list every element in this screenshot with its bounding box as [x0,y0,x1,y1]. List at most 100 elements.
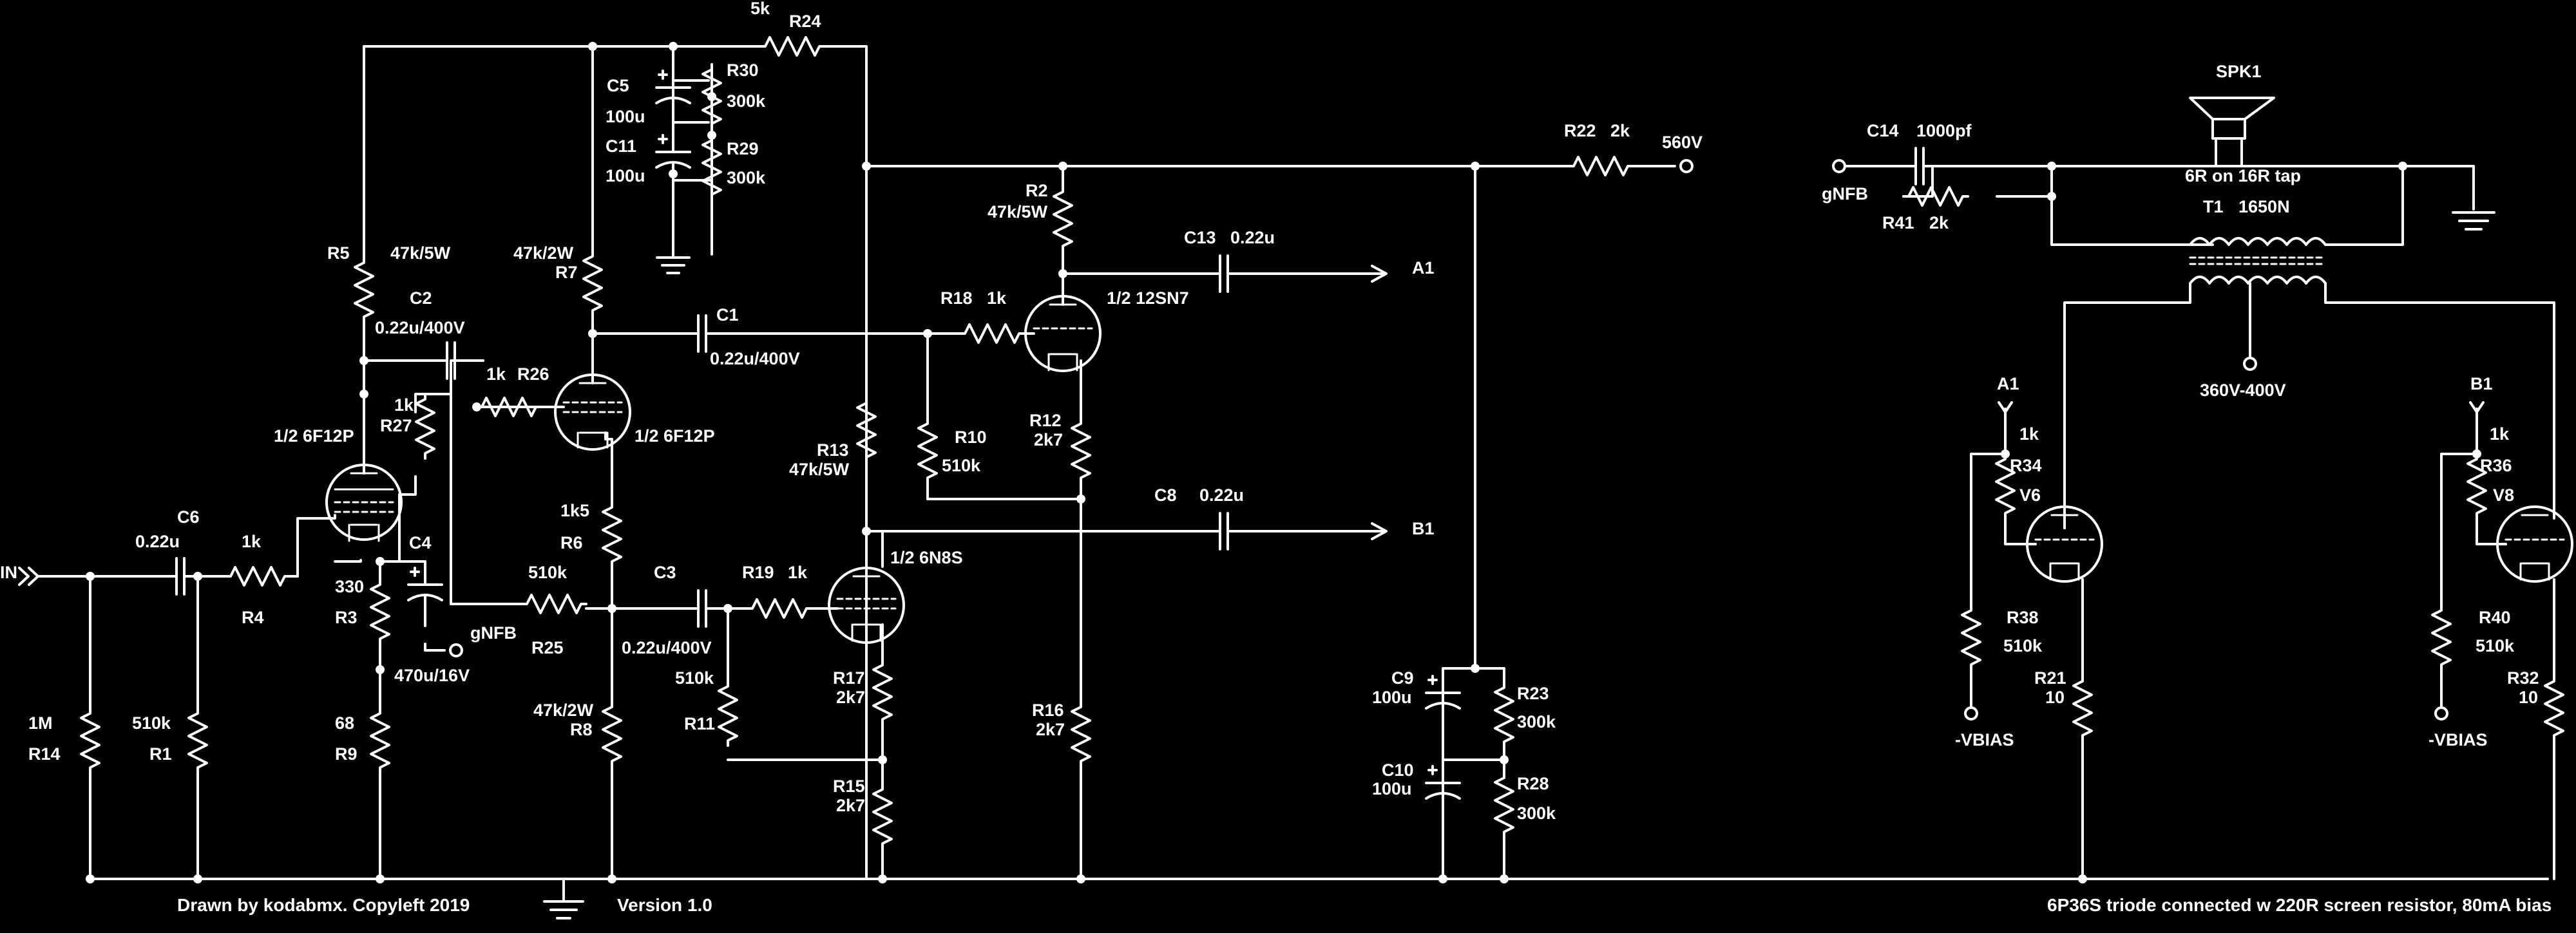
r7-label: R7 [555,263,578,282]
r8-label: R8 [570,720,593,739]
r1-value: 510k [132,713,171,733]
c10-label: C10 [1382,760,1414,780]
resistor-r27 [415,393,435,460]
r11-value: 510k [675,668,714,688]
speaker-icon [2189,97,2275,140]
r36-label: R36 [2480,456,2512,475]
r40-value: 510k [2476,636,2515,655]
r15-label: R15 [833,777,865,796]
r9-label: R9 [335,744,358,764]
output-arrow-a1 [1255,265,1388,283]
r19-label: R19 [742,563,774,582]
r5-value: 47k/5W [390,243,451,263]
r34-label: R34 [2010,456,2042,475]
resistor-r2 [1053,185,1073,252]
c10-value: 100u [1372,779,1412,798]
v2-label: 1/2 6F12P [634,426,715,446]
r38-label: R38 [2007,608,2039,627]
r10-value: 510k [942,456,981,475]
output-transformer-t1 [2189,237,2327,285]
gnfb-label-1: gNFB [470,623,517,643]
b1-output-label: B1 [1412,519,1435,538]
resistor-r17 [872,659,893,726]
c4-value: 470u/16V [394,666,470,685]
resistor-r1 [187,707,208,774]
gnfb-label-2: gNFB [1822,184,1868,203]
r7-value: 47k/2W [513,243,574,263]
v6-label: V6 [2019,485,2041,505]
v3-label: 1/2 6N8S [890,548,963,567]
resistor-r8 [602,701,622,768]
resistor-r38 [1961,604,1981,671]
r21-label: R21 [2034,668,2066,688]
spk1-label: SPK1 [2216,62,2262,81]
wiring [36,45,2555,880]
tube-v8-6p36s [2492,505,2573,583]
r26-label: R26 [517,364,549,384]
resistor-r3 [370,578,390,645]
output-arrow-b1 [1255,522,1388,540]
ground-icon [656,192,691,274]
resistor-r15 [872,783,893,850]
resistor-r28 [1494,771,1514,838]
c13-label: C13 [1184,228,1216,247]
r5-label: R5 [327,243,350,263]
c6-label: C6 [177,507,200,527]
r16-value: 2k7 [1036,720,1065,739]
capacitor-c14 [1886,147,1953,185]
r18-label: R18 [940,288,973,308]
resistor-r25 [520,594,587,614]
c14-value: 1000pf [1916,121,1972,140]
resistor-r18 [959,323,1026,344]
r2-value: 47k/5W [987,202,1048,221]
c6-value: 0.22u [135,532,180,551]
c5-value: 100u [606,107,645,126]
r24-value: 5k [750,0,770,18]
input-label: IN [0,563,17,582]
a1-input-label: A1 [1997,374,2019,393]
resistor-r4 [224,566,291,587]
design-note: 6P36S triode connected w 220R screen res… [2047,895,2552,915]
r6-label: R6 [560,533,583,552]
r32-label: R32 [2507,668,2539,688]
c9-label: C9 [1391,668,1414,688]
resistor-r11 [718,680,738,747]
a1-output-label: A1 [1412,258,1435,278]
r25-label: R25 [531,638,564,657]
v4-label: 1/2 12SN7 [1107,288,1189,308]
r30-value: 300k [727,91,766,111]
v1-label: 1/2 6F12P [274,426,354,446]
capacitor-c10 [1425,759,1461,825]
c11-label: C11 [606,137,636,156]
credit-note: Drawn by kodabmx. Copyleft 2019 [177,895,470,915]
capacitor-c8 [1190,512,1257,551]
c5-label: C5 [607,76,629,95]
r22-value: 2k [1610,121,1630,140]
r23-label: R23 [1517,684,1549,703]
capacitor-c11 [655,127,691,194]
capacitor-c9 [1425,668,1461,735]
c1-label: C1 [716,305,739,325]
r3-value: 330 [335,577,364,596]
vbias-label-2: -VBIAS [2428,730,2488,749]
r6-value: 1k5 [560,501,589,520]
r10-label: R10 [955,428,987,447]
r28-value: 300k [1517,804,1556,823]
capacitor-c13 [1190,254,1257,293]
c9-value: 100u [1372,688,1412,707]
r27-label: R27 [380,416,412,435]
junction-dots [86,42,2481,883]
r2-label: R2 [1026,181,1048,200]
r27-value: 1k [394,395,414,415]
c2-value: 0.22u/400V [375,318,465,337]
resistor-r19 [746,598,813,619]
capacitor-c6 [147,557,214,596]
r23-value: 300k [1517,712,1556,731]
t1-value: 1650N [2238,197,2290,216]
r36-value: 1k [2490,424,2510,444]
resistor-r22 [1567,156,1634,176]
resistor-r16 [1071,701,1091,768]
b-plus-voltage: 560V [1662,133,1703,152]
r11-label: R11 [684,714,715,733]
r13-label: R13 [817,440,849,460]
